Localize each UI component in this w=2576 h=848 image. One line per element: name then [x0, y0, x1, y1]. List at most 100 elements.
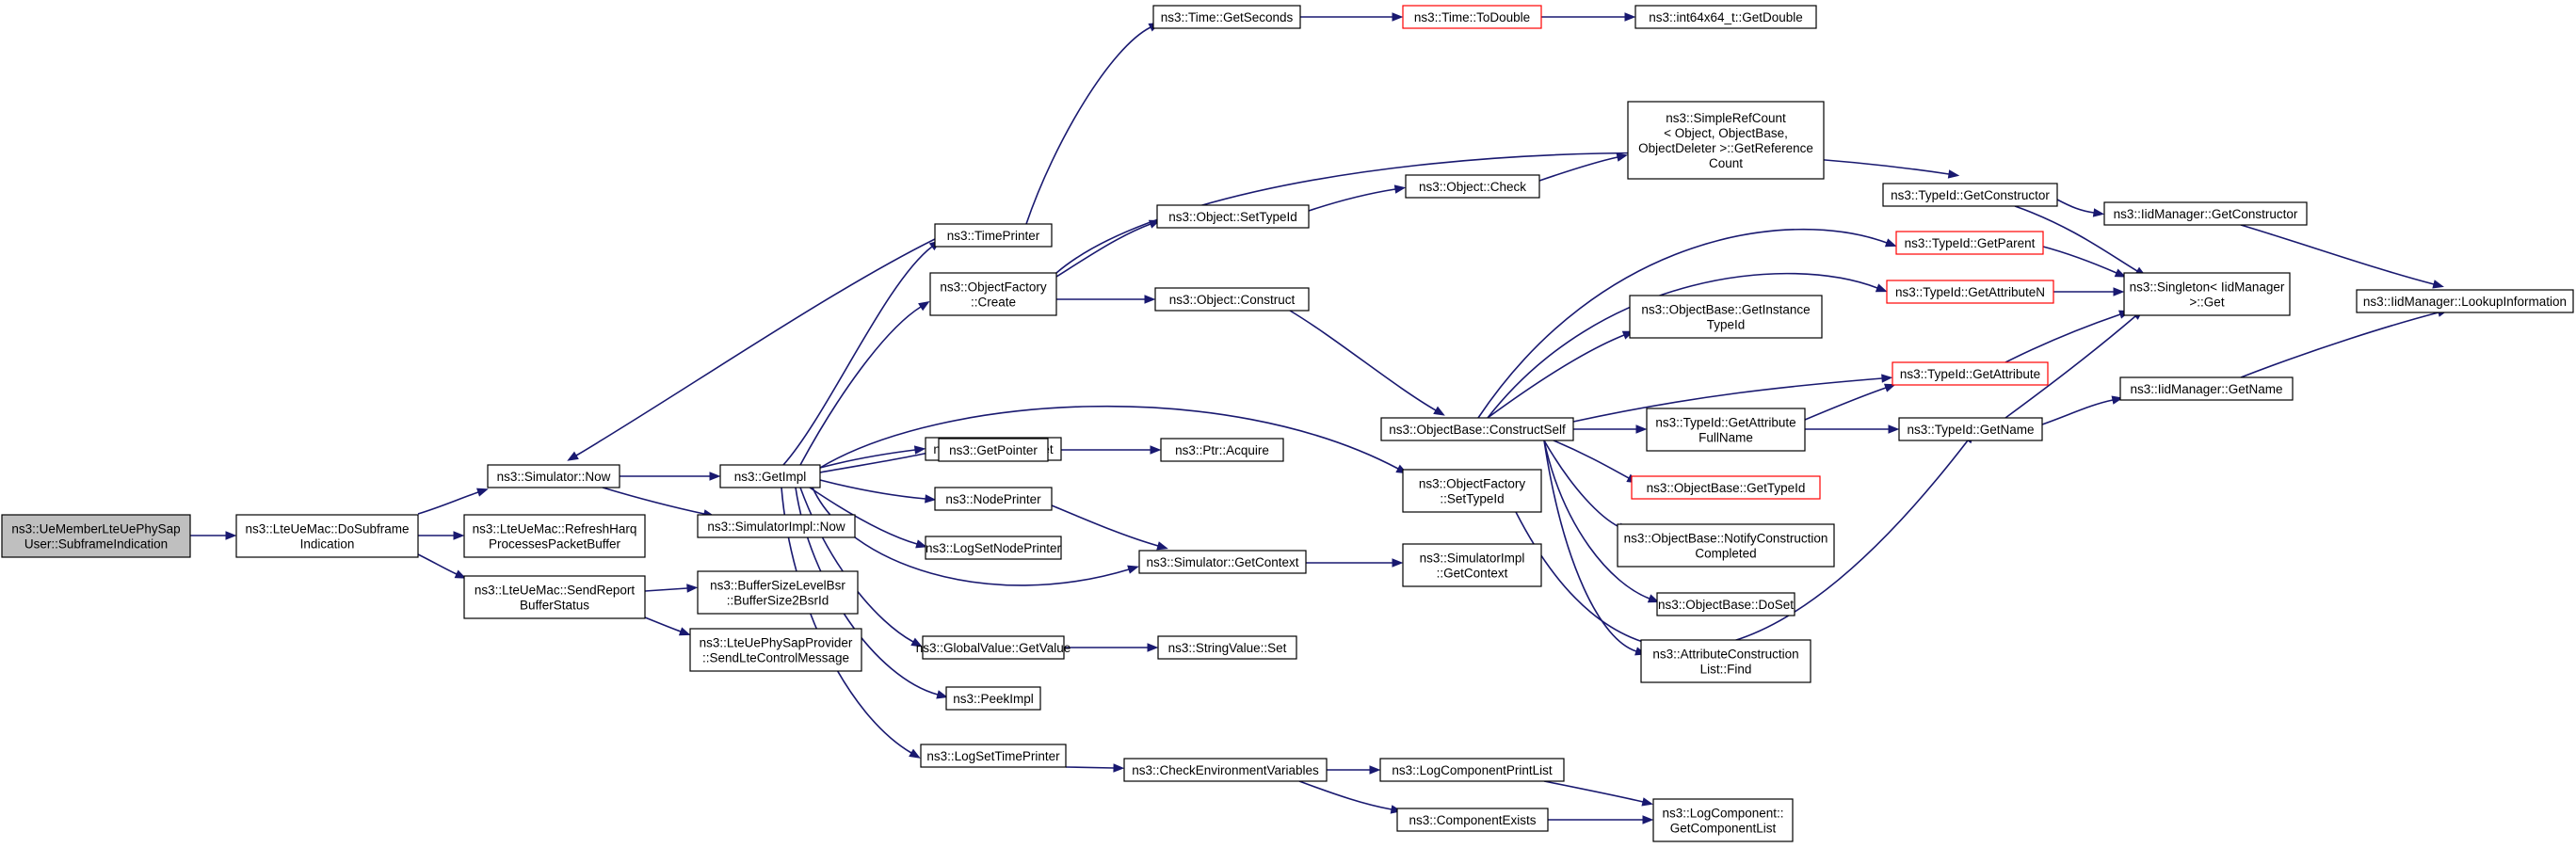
node-ptr-acquire[interactable]: ns3::Ptr::Acquire	[1160, 438, 1284, 462]
node-bsr[interactable]: ns3::BufferSizeLevelBsr::BufferSize2BsrI…	[697, 570, 859, 615]
node-label: ns3::Object::Check	[1419, 180, 1526, 194]
node-label: ::SendLteControlMessage	[702, 651, 849, 665]
node-label: ::SetTypeId	[1440, 492, 1504, 506]
arrowhead	[225, 531, 237, 540]
node-box	[1138, 550, 1307, 574]
node-get-pointer[interactable]: ns3::GetPointer	[938, 438, 1049, 462]
node-box	[1898, 417, 2043, 441]
arrowhead	[913, 445, 926, 455]
edge-tid-get-constr-to-iid-get-constr	[2056, 199, 2105, 217]
call-nodes: ns3::UeMemberLteUePhySapUser::SubframeIn…	[1, 5, 2574, 842]
node-box	[929, 272, 1057, 316]
node-label: List::Find	[1700, 663, 1752, 677]
node-gv-get[interactable]: ns3::GlobalValue::GetValue	[916, 635, 1071, 660]
node-get-comp-list[interactable]: ns3::LogComponent::GetComponentList	[1652, 798, 1794, 842]
edge-send-report-to-send-ctrl	[644, 616, 691, 636]
edge-get-seconds-to-to-double	[1300, 12, 1404, 22]
node-of-create[interactable]: ns3::ObjectFactory::Create	[929, 272, 1057, 316]
node-label: ns3::CheckEnvironmentVariables	[1132, 763, 1319, 777]
node-label: ns3::PeekImpl	[953, 692, 1034, 706]
node-iid-get-constr[interactable]: ns3::IidManager::GetConstructor	[2103, 201, 2308, 226]
node-box	[2119, 376, 2294, 401]
edge-tid-get-name-to-iid-get-name	[2041, 395, 2124, 425]
node-do-set[interactable]: ns3::ObjectBase::DoSet	[1656, 592, 1795, 616]
node-box	[1402, 5, 1542, 29]
node-construct-self[interactable]: ns3::ObjectBase::ConstructSelf	[1380, 417, 1574, 441]
edge-time-printer-to-get-seconds	[1025, 22, 1161, 225]
node-box	[920, 744, 1067, 768]
node-notify-constr[interactable]: ns3::ObjectBase::NotifyConstructionCompl…	[1617, 523, 1835, 568]
node-label: < Object, ObjectBase,	[1664, 126, 1788, 140]
node-label: ns3::SimpleRefCount	[1666, 111, 1786, 125]
arrowhead	[1647, 594, 1660, 603]
node-label: ns3::AttributeConstruction	[1652, 648, 1798, 662]
node-box	[1640, 639, 1811, 683]
node-lookup[interactable]: ns3::IidManager::LookupInformation	[2356, 289, 2574, 313]
node-tid-get-parent[interactable]: ns3::TypeId::GetParent	[1895, 231, 2044, 255]
node-ob-get-tid[interactable]: ns3::ObjectBase::GetTypeId	[1631, 475, 1821, 500]
node-sim-impl-now[interactable]: ns3::SimulatorImpl::Now	[697, 514, 856, 538]
node-label: ns3::SimulatorImpl::Now	[707, 520, 845, 534]
node-root[interactable]: ns3::UeMemberLteUePhySapUser::SubframeIn…	[1, 514, 191, 558]
arrowhead	[1392, 558, 1404, 568]
node-send-ctrl[interactable]: ns3::LteUePhySapProvider::SendLteControl…	[689, 628, 862, 672]
node-label: >::Get	[2189, 296, 2224, 310]
node-label: ::GetContext	[1437, 567, 1508, 581]
node-box	[1652, 798, 1794, 842]
edge-get-attr-full-to-tid-get-name	[1805, 424, 1900, 434]
node-to-double[interactable]: ns3::Time::ToDouble	[1402, 5, 1542, 29]
node-iid-get-name[interactable]: ns3::IidManager::GetName	[2119, 376, 2294, 401]
node-tid-get-constr[interactable]: ns3::TypeId::GetConstructor	[1882, 183, 2058, 207]
node-impl-get-ctx[interactable]: ns3::SimulatorImpl::GetContext	[1402, 543, 1542, 587]
node-log-set-node[interactable]: ns3::LogSetNodePrinter	[925, 536, 1062, 560]
node-label: ns3::Ptr::Acquire	[1175, 443, 1269, 457]
edge-of-create-to-set-type-id	[1055, 219, 1161, 278]
node-sv-set[interactable]: ns3::StringValue::Set	[1157, 635, 1297, 660]
node-ref-count[interactable]: ns3::SimpleRefCount< Object, ObjectBase,…	[1627, 101, 1825, 180]
node-comp-exists[interactable]: ns3::ComponentExists	[1396, 808, 1549, 832]
node-tid-get-name[interactable]: ns3::TypeId::GetName	[1898, 417, 2043, 441]
edge-obj-construct-to-construct-self	[1289, 310, 1445, 416]
arrowhead	[1156, 541, 1168, 551]
edge-construct-self-to-tid-get-attr-n	[1487, 272, 1888, 419]
node-obj-construct[interactable]: ns3::Object::Construct	[1154, 287, 1310, 312]
node-check-env[interactable]: ns3::CheckEnvironmentVariables	[1123, 758, 1328, 782]
edge-log-comp-print-to-get-comp-list	[1543, 780, 1654, 807]
node-time-printer[interactable]: ns3::TimePrinter	[934, 223, 1053, 248]
node-get-seconds[interactable]: ns3::Time::GetSeconds	[1152, 5, 1301, 29]
node-node-printer[interactable]: ns3::NodePrinter	[934, 487, 1053, 511]
node-box	[1396, 808, 1549, 832]
node-get-impl[interactable]: ns3::GetImpl	[719, 464, 821, 488]
node-refresh-harq[interactable]: ns3::LteUeMac::RefreshHarqProcessesPacke…	[463, 514, 646, 558]
node-label: ns3::ObjectBase::GetInstance	[1641, 303, 1810, 317]
node-int64[interactable]: ns3::int64x64_t::GetDouble	[1634, 5, 1817, 29]
node-log-set-time[interactable]: ns3::LogSetTimePrinter	[920, 744, 1067, 768]
node-label: ns3::Object::Construct	[1169, 293, 1296, 307]
node-singleton[interactable]: ns3::Singleton< IidManager>::Get	[2123, 272, 2291, 316]
node-label: FullName	[1699, 431, 1753, 445]
node-box	[1634, 5, 1817, 29]
arrowhead	[1642, 815, 1654, 824]
arrowhead	[476, 488, 489, 497]
node-set-type-id[interactable]: ns3::Object::SetTypeId	[1156, 204, 1310, 229]
edge-get-impl-to-of-create	[799, 300, 930, 466]
node-of-set-type-id[interactable]: ns3::ObjectFactory::SetTypeId	[1402, 469, 1542, 513]
node-tid-get-attr-n[interactable]: ns3::TypeId::GetAttributeN	[1886, 280, 2054, 304]
node-peek-impl[interactable]: ns3::PeekImpl	[945, 686, 1041, 711]
node-sim-get-ctx[interactable]: ns3::Simulator::GetContext	[1138, 550, 1307, 574]
node-label: Indication	[300, 537, 355, 552]
node-label: TypeId	[1707, 318, 1746, 332]
node-label: ns3::LteUeMac::RefreshHarq	[473, 522, 637, 536]
edge-tid-get-parent-to-singleton	[2042, 246, 2127, 278]
node-box	[1380, 417, 1574, 441]
arrowhead	[686, 584, 699, 593]
node-log-comp-print[interactable]: ns3::LogComponentPrintList	[1379, 758, 1565, 782]
node-sim-now[interactable]: ns3::Simulator::Now	[487, 464, 620, 488]
node-tid-get-attr[interactable]: ns3::TypeId::GetAttribute	[1892, 361, 2049, 386]
node-obj-check[interactable]: ns3::Object::Check	[1405, 174, 1540, 199]
